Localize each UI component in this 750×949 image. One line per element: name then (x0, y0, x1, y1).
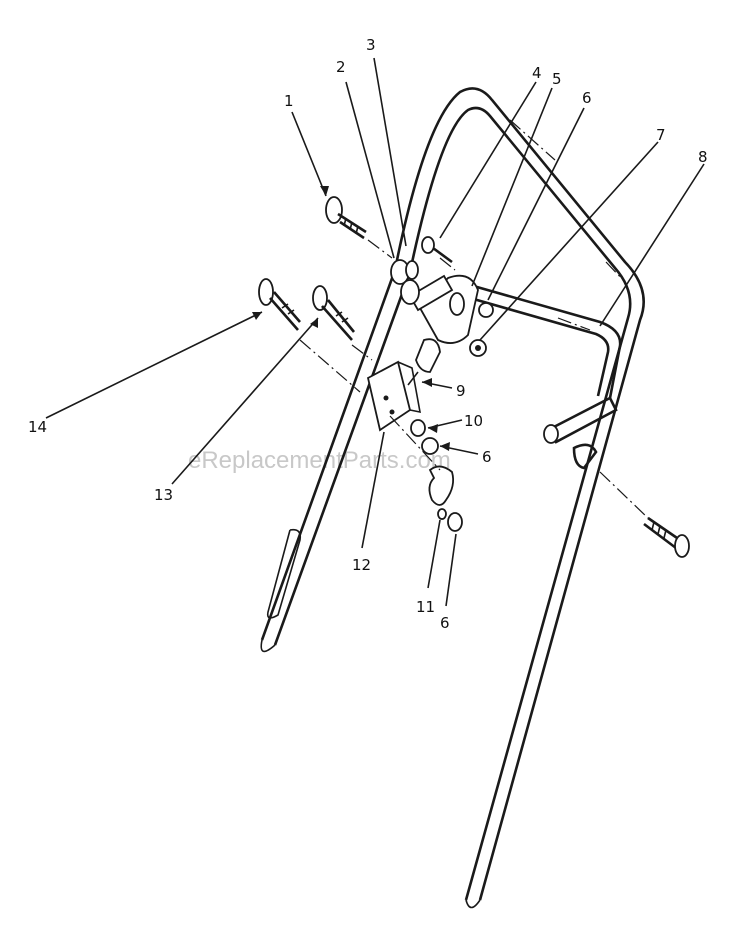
cable-connector (407, 338, 441, 386)
callout-2: 2 (336, 58, 346, 76)
callout-7: 7 (656, 126, 666, 144)
centerlines (299, 119, 649, 519)
upper-handle (260, 87, 645, 909)
callout-8: 8 (698, 148, 708, 166)
callout-13: 13 (154, 486, 173, 504)
callout-5: 5 (552, 70, 562, 88)
bolt-14 (258, 278, 301, 331)
spacer-bushings (390, 259, 420, 305)
callout-10: 10 (464, 412, 483, 430)
bolt-right (643, 516, 690, 558)
nuts-upper (469, 302, 494, 357)
watermark: eReplacementParts.com (188, 447, 451, 474)
callout-4: 4 (532, 64, 542, 82)
callout-labels: 1 2 3 4 5 6 7 8 9 10 6 11 6 12 13 14 (28, 36, 708, 632)
callout-6-lower: 6 (440, 614, 450, 632)
bolt-13 (312, 285, 356, 341)
callout-14: 14 (28, 418, 47, 436)
callout-11: 11 (416, 598, 435, 616)
control-bracket (408, 274, 479, 344)
lower-hardware (410, 419, 463, 532)
callout-1: 1 (284, 92, 294, 110)
callout-6-middle: 6 (482, 448, 492, 466)
callout-6-upper: 6 (582, 89, 592, 107)
callout-9: 9 (456, 382, 466, 400)
bolt-4 (421, 236, 453, 264)
callout-12: 12 (352, 556, 371, 574)
control-bail-rod (469, 283, 622, 470)
bolt-1 (325, 196, 367, 240)
mounting-bracket-12 (366, 360, 421, 432)
leader-arrowheads (252, 186, 450, 451)
leader-lines (45, 57, 705, 607)
callout-3: 3 (366, 36, 376, 54)
